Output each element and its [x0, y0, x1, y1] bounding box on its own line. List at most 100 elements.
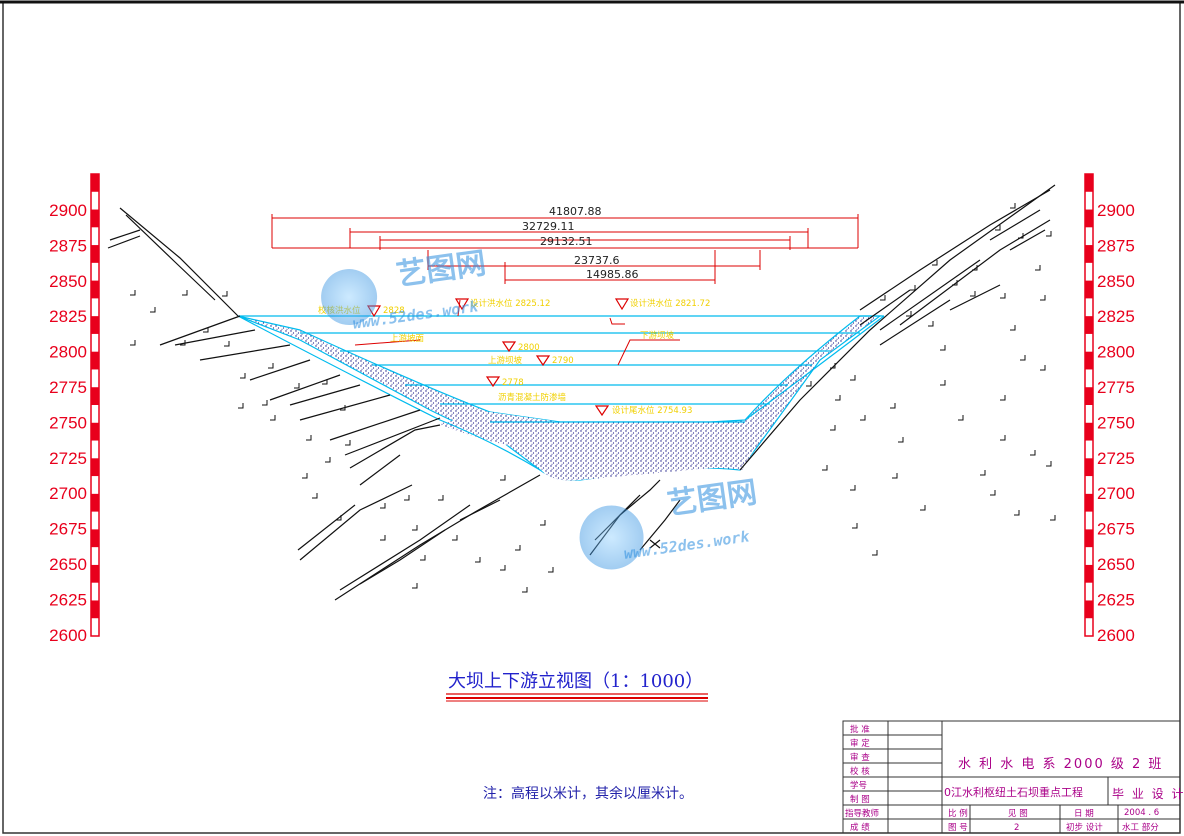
rock-hatch	[952, 280, 958, 286]
title-block-roles: 批 准 审 定 审 查 校 核 学号 制 图 指导教师 成 绩	[845, 724, 880, 833]
rock-hatch	[850, 485, 856, 491]
watermark-cn-top: 艺图网	[394, 246, 488, 293]
right-scale-label: 2775	[1097, 378, 1135, 397]
left-scale-label: 2675	[49, 520, 87, 539]
left-scale-label: 2875	[49, 236, 87, 255]
rock-hatch	[1000, 435, 1006, 441]
left-scale-label: 2800	[49, 343, 87, 362]
rock-hatch	[806, 381, 812, 387]
elev-marker-tail	[594, 405, 610, 417]
rock-hatch	[322, 379, 328, 385]
drawing-note: 注：高程以米计，其余以厘米计。	[483, 785, 693, 802]
ann-downstream-crest: 下游坝坡	[640, 330, 675, 341]
right-scale-segment	[1085, 493, 1093, 512]
right-scale-label: 2725	[1097, 449, 1135, 468]
tb-section: 水工 部分	[1122, 822, 1159, 833]
rock-hatch	[404, 495, 410, 501]
right-scale-segment	[1085, 529, 1093, 548]
elevation-markers	[366, 298, 630, 417]
rock-hatch	[990, 490, 996, 496]
right-scale-segment	[1085, 422, 1093, 441]
left-scale-segment	[91, 316, 99, 334]
dim-label-5: 14985.86	[586, 268, 639, 281]
watermark-globe-icon	[321, 269, 378, 326]
rock-hatch	[302, 473, 308, 479]
rock-hatch	[294, 383, 300, 389]
right-scale-label: 2900	[1097, 201, 1135, 220]
rock-hatch	[835, 395, 841, 401]
right-scale-segment	[1085, 209, 1093, 228]
right-scale-segment	[1085, 564, 1093, 583]
elev-marker-2790	[535, 355, 551, 367]
left-scale-label: 2725	[49, 449, 87, 468]
rock-hatch	[1046, 231, 1052, 237]
title-block	[842, 720, 1181, 834]
rock-hatch	[268, 363, 274, 369]
right-scale-label: 2675	[1097, 520, 1135, 539]
left-scale-segment	[91, 209, 99, 228]
dim-label-3: 29132.51	[540, 235, 593, 248]
tb-role-3: 校 核	[850, 766, 870, 777]
rock-hatch	[522, 587, 528, 593]
elev-marker-upstream	[454, 298, 470, 311]
ann-elev-2800: 2800	[518, 343, 540, 353]
rock-hatch	[452, 535, 458, 541]
right-scale-label: 2825	[1097, 307, 1135, 326]
rock-hatch	[1010, 325, 1016, 331]
rock-hatch	[130, 290, 136, 296]
dim-label-2: 32729.11	[522, 220, 575, 233]
left-elevation-scale: 2900287528502825280027752750272527002675…	[49, 173, 100, 645]
rock-hatch-marks	[130, 203, 1056, 593]
right-scale-segment	[1085, 600, 1093, 619]
right-scale-label: 2600	[1097, 626, 1135, 645]
rock-hatch	[222, 291, 228, 297]
tb-date-value: 2004 . 6	[1124, 808, 1159, 818]
left-scale-label: 2625	[49, 590, 87, 609]
rock-hatch	[830, 425, 836, 431]
left-scale-segment	[91, 422, 99, 441]
dimension-labels: 41807.88 32729.11 29132.51 23737.6 14985…	[522, 205, 639, 281]
canyon-rock-lines	[107, 184, 1056, 601]
right-scale-label: 2750	[1097, 413, 1135, 432]
dim-label-4: 23737.6	[574, 254, 620, 267]
rock-hatch	[928, 321, 934, 327]
elev-marker-design	[614, 298, 630, 311]
left-scale-label: 2850	[49, 272, 87, 291]
ann-elev-2778: 2778	[502, 378, 524, 388]
rock-hatch	[1030, 450, 1036, 456]
right-scale-segment	[1085, 280, 1093, 299]
rock-hatch	[1000, 395, 1006, 401]
left-scale-label: 2775	[49, 378, 87, 397]
rock-hatch	[932, 260, 938, 266]
rock-hatch	[180, 340, 186, 346]
elev-marker-2778	[485, 376, 501, 388]
tb-stage: 初步 设计	[1066, 822, 1103, 833]
left-scale-segment	[91, 245, 99, 263]
rock-hatch	[890, 403, 896, 409]
tb-role-4: 学号	[850, 780, 867, 791]
tb-role-5: 制 图	[850, 794, 870, 805]
rock-hatch	[995, 225, 1001, 231]
rock-hatch	[906, 311, 912, 317]
rock-hatch	[830, 363, 836, 369]
left-scale-label: 2600	[49, 626, 87, 645]
leader-lines	[354, 299, 680, 366]
left-scale-label: 2650	[49, 555, 87, 574]
right-scale-segment	[1085, 351, 1093, 370]
right-scale-segment	[1085, 245, 1093, 263]
watermark-bottom: 艺图网 www.52des.work	[579, 475, 759, 570]
tb-drawing-no-label: 图 号	[948, 823, 968, 833]
tb-graduation: 毕 业 设 计	[1112, 787, 1184, 801]
right-scale-segment	[1085, 316, 1093, 334]
watermark-cn-bottom: 艺图网	[665, 475, 759, 522]
right-scale-label: 2800	[1097, 343, 1135, 362]
left-scale-segment	[91, 174, 99, 192]
rock-hatch	[548, 567, 554, 573]
tb-role-6: 指导教师	[845, 808, 880, 819]
ann-upstream-level: 设计洪水位 2825.12	[470, 298, 550, 309]
tb-role-7: 成 绩	[850, 822, 870, 833]
tb-date-label: 日 期	[1074, 809, 1094, 819]
tb-scale-value: 见 图	[1008, 809, 1028, 819]
right-scale-label: 2875	[1097, 236, 1135, 255]
ann-elev-2790: 2790	[552, 356, 574, 366]
